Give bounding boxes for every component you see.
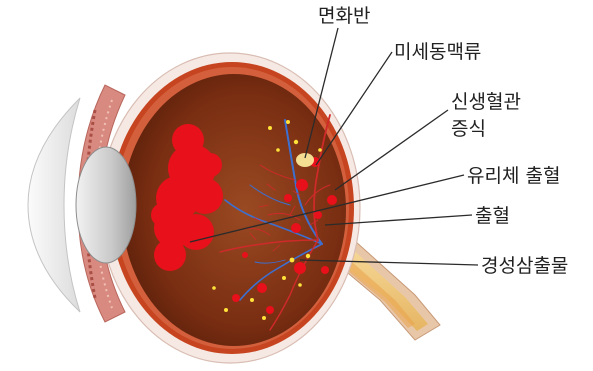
cotton-wool-spot — [296, 153, 314, 167]
label-microaneurysm: 미세동맥류 — [394, 41, 481, 63]
cornea — [28, 98, 80, 312]
label-cotton-wool-spot: 면화반 — [318, 5, 370, 27]
leader-neovascularization — [335, 110, 448, 190]
label-neovascularization-1: 신생혈관 — [451, 91, 521, 113]
lens — [76, 147, 136, 263]
label-vitreous-hemorrhage: 유리체 출혈 — [467, 165, 560, 187]
label-hard-exudate: 경성삼출물 — [481, 255, 568, 277]
label-neovascularization-2: 증식 — [451, 118, 486, 140]
label-hemorrhage: 출혈 — [475, 205, 510, 227]
